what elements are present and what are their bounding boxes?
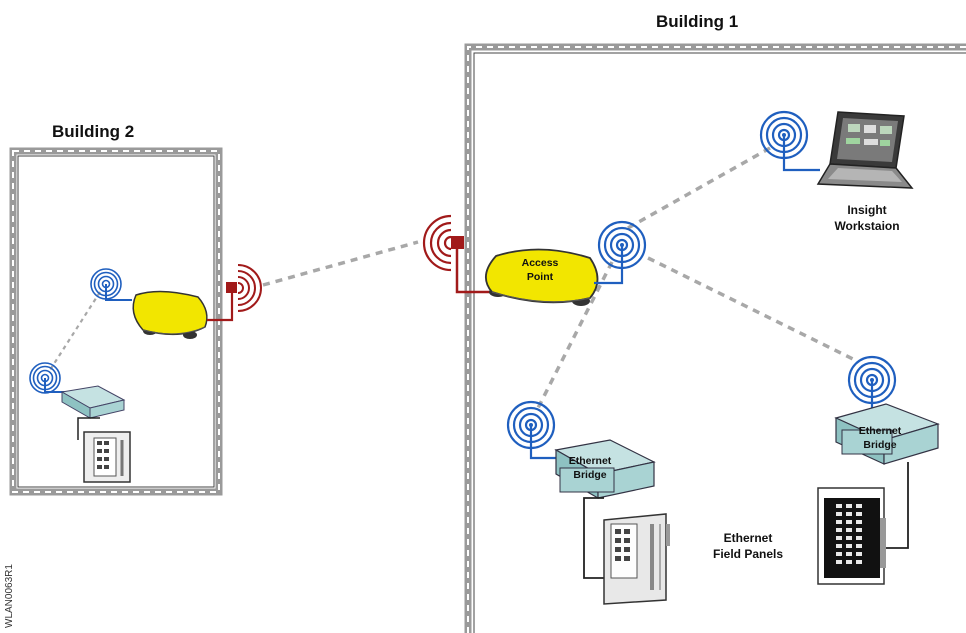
outdoor-cable-b2 (207, 290, 234, 322)
building1-label: Building 1 (656, 12, 738, 31)
access-point-b2-icon (132, 290, 208, 339)
field-panel-b-icon (817, 487, 886, 585)
laptop-icon (816, 111, 914, 189)
antenna-ap-icon (594, 220, 647, 285)
bridge-b-icon (834, 403, 940, 465)
antenna-b2-bridge-icon (29, 362, 70, 394)
link-outdoor (262, 240, 419, 287)
bridge-b-label-line2: Bridge (863, 439, 896, 451)
connector-b1 (451, 236, 464, 249)
field-panels-label-line2: Field Panels (713, 547, 783, 561)
building1-walls (464, 43, 966, 633)
bridge-b2-icon (60, 385, 126, 419)
outdoor-antenna-b1-icon (422, 214, 451, 272)
link-ap-bridge-b (647, 256, 856, 362)
building2-label: Building 2 (52, 122, 134, 141)
outdoor-cable-b1 (455, 249, 492, 294)
workstation-label-line1: Insight (847, 203, 886, 217)
cable-bridge-a-panel (583, 497, 604, 579)
antenna-workstation-icon (759, 110, 820, 172)
antenna-bridge-b-icon (847, 355, 897, 410)
field-panel-b2-icon (83, 431, 131, 483)
connector-b2 (226, 282, 237, 293)
document-id: WLAN0063R1 (4, 564, 15, 628)
antenna-bridge-a-icon (506, 400, 560, 460)
workstation-label-line2: Workstaion (834, 219, 899, 233)
bridge-a-label-line2: Bridge (573, 469, 606, 481)
antenna-b2-ap-icon (90, 268, 132, 301)
access-point-icon (485, 248, 599, 306)
cable-bridge-b-panel (884, 462, 909, 549)
outdoor-antenna-b2-icon (238, 264, 262, 312)
building2-walls (9, 147, 223, 496)
access-point-label-line2: Point (527, 271, 554, 283)
link-ap-bridge-a (536, 261, 614, 409)
bridge-a-label-line1: Ethernet (569, 455, 612, 467)
link-ap-workstation (627, 146, 771, 230)
field-panels-label-line1: Ethernet (724, 531, 773, 545)
bridge-b-label-line1: Ethernet (859, 425, 902, 437)
bridge-a-icon (554, 439, 656, 500)
wireless-links (262, 146, 856, 409)
access-point-label-line1: Access (522, 257, 559, 269)
field-panel-a-icon (603, 513, 670, 605)
link-b2-internal (49, 291, 101, 371)
